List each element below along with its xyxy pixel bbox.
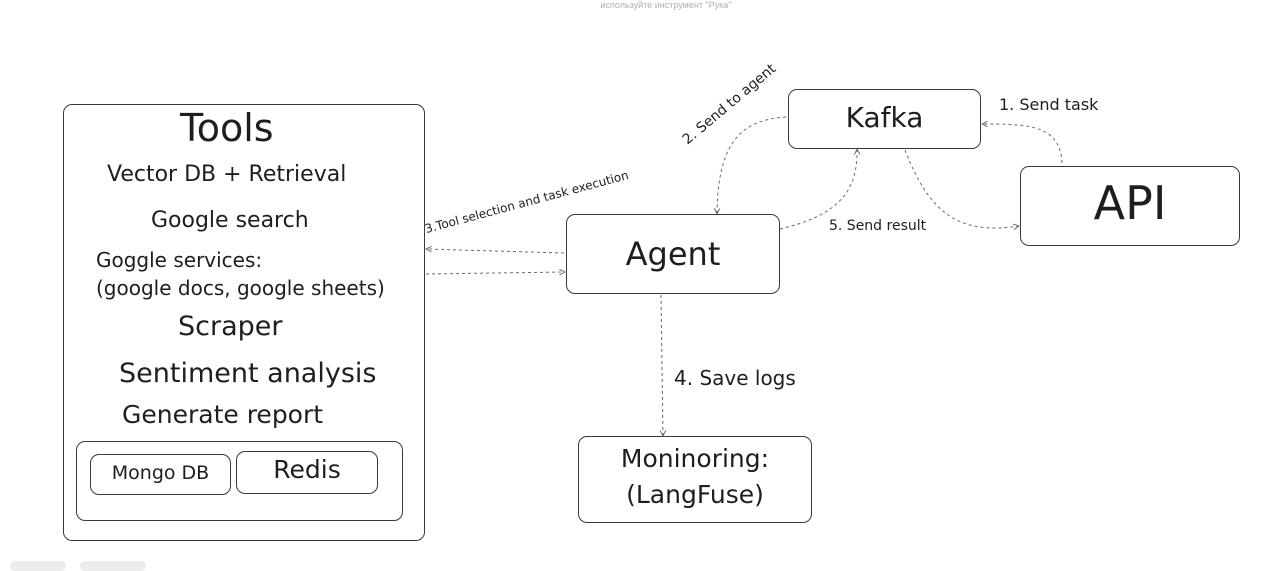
kafka-label: Kafka: [845, 101, 924, 134]
arrow-tools-to-agent: [425, 272, 565, 274]
agent-node[interactable]: [566, 214, 780, 294]
tool-google-services-detail: (google docs, google sheets): [96, 276, 385, 300]
tool-google-search: Google search: [151, 208, 309, 233]
bottom-toolbar-tab-2[interactable]: [80, 561, 146, 571]
tool-scraper: Scraper: [178, 311, 283, 342]
arrow-agent-to-kafka: [779, 149, 857, 230]
edge-label-send-task: 1. Send task: [999, 95, 1099, 114]
mongo-db-label: Mongo DB: [111, 462, 210, 484]
edge-label-save-logs: 4. Save logs: [674, 366, 796, 390]
monitoring-label-line2: (LangFuse): [626, 480, 764, 509]
tool-google-services: Goggle services:: [96, 248, 263, 272]
tools-title: Tools: [180, 106, 274, 150]
tool-sentiment-analysis: Sentiment analysis: [119, 358, 377, 389]
agent-label: Agent: [625, 235, 721, 273]
monitoring-node[interactable]: [578, 436, 812, 523]
kafka-node[interactable]: [788, 89, 981, 149]
edge-label-send-result: 5. Send result: [829, 218, 927, 234]
monitoring-label-line1: Moninoring:: [620, 444, 770, 473]
mongo-db-box[interactable]: [90, 454, 231, 495]
api-label: API: [1093, 176, 1167, 230]
bottom-toolbar-tab-1[interactable]: [10, 561, 66, 571]
api-node[interactable]: [1020, 166, 1240, 246]
arrow-agent-to-tools: [426, 249, 565, 254]
canvas-hint: используйте инструмент "Рука": [600, 0, 732, 10]
arrow-kafka-to-api: [904, 149, 1019, 228]
tool-vector-db: Vector DB + Retrieval: [107, 162, 347, 187]
arrow-api-to-kafka: [982, 124, 1063, 164]
arrow-kafka-to-agent: [717, 116, 787, 214]
redis-box[interactable]: [236, 451, 378, 494]
arrow-agent-to-monitoring: [661, 294, 663, 436]
redis-label: Redis: [273, 455, 341, 484]
tool-generate-report: Generate report: [122, 400, 324, 429]
